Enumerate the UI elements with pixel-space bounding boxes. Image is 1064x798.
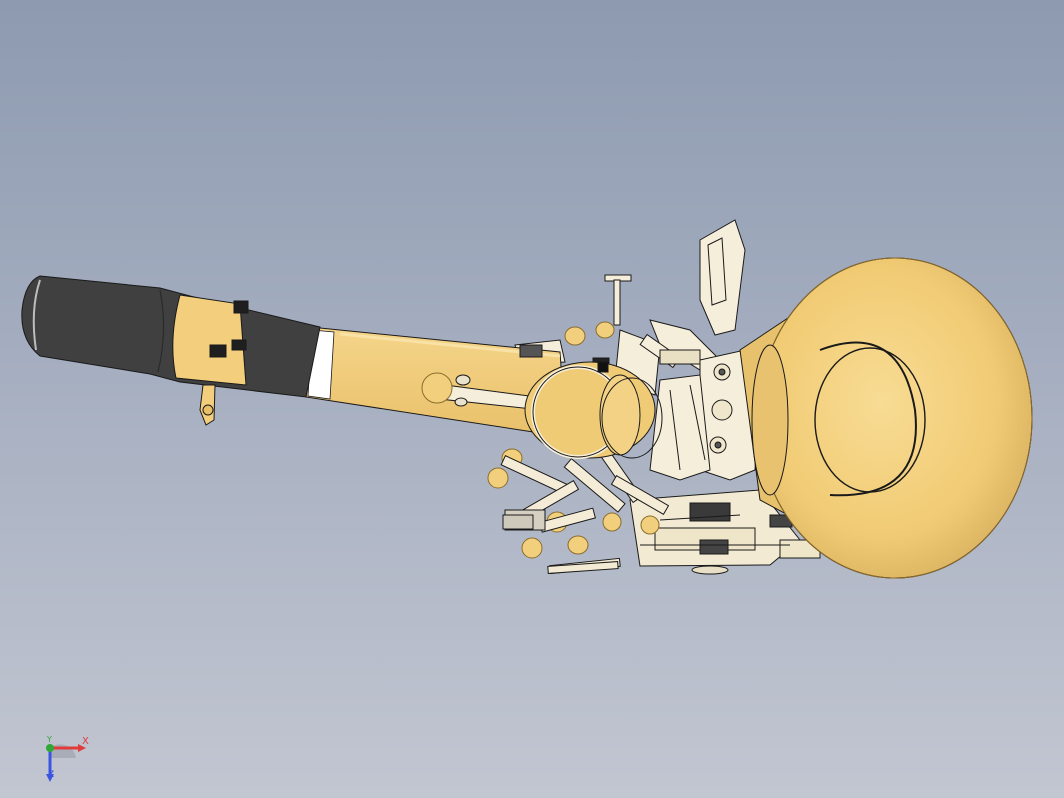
view-orientation-triad [38,728,108,788]
bell [739,257,1033,579]
mouthpiece [21,275,321,398]
y-axis-dot [46,744,54,752]
z-axis-label: Z [48,770,55,780]
ligature [172,294,249,426]
y-axis-label: Y [47,735,52,744]
x-axis-label: X [82,736,89,747]
body-ring [524,361,663,459]
key-cups-dark [502,344,609,530]
